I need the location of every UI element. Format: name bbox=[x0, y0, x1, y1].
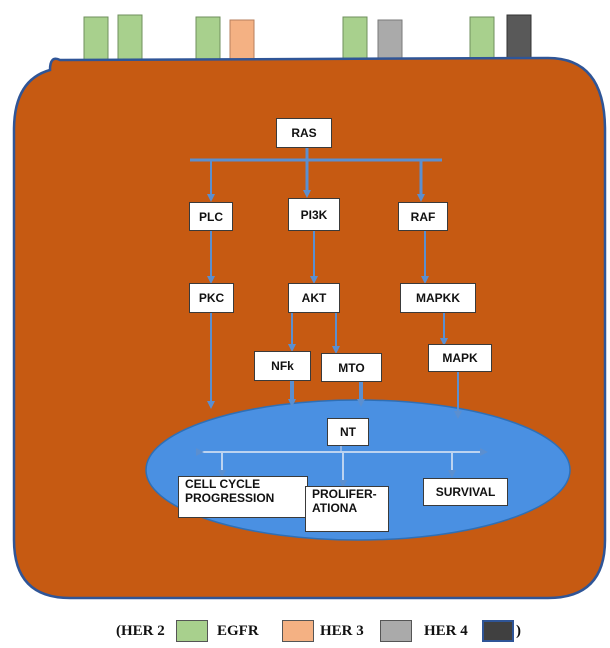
legend-close: ) bbox=[516, 623, 521, 639]
legend-swatch-her3 bbox=[380, 620, 412, 642]
legend-her4-label: HER 4 bbox=[424, 623, 468, 639]
cell-cycle-line-1: CELL CYCLE bbox=[185, 477, 261, 491]
proliferation-line-2: ATIONA bbox=[312, 501, 358, 515]
nfk-node: NFk bbox=[254, 351, 311, 381]
legend-swatch-her2 bbox=[176, 620, 208, 642]
proliferation-line-1: PROLIFER- bbox=[312, 487, 377, 501]
pkc-node: PKC bbox=[189, 283, 234, 313]
legend: (HER 2 EGFR HER 3 HER 4 ) bbox=[0, 620, 610, 644]
legend-swatch-her4 bbox=[482, 620, 514, 642]
proliferation-node: PROLIFER- ATIONA bbox=[305, 486, 389, 532]
mto-node: MTO bbox=[321, 353, 382, 382]
survival-node: SURVIVAL bbox=[423, 478, 508, 506]
plc-node: PLC bbox=[189, 202, 233, 231]
legend-egfr-label: EGFR bbox=[217, 623, 259, 639]
legend-her3-label: HER 3 bbox=[320, 623, 364, 639]
cell-cycle-line-2: PROGRESSION bbox=[185, 491, 275, 505]
legend-open-her2: (HER 2 bbox=[116, 623, 165, 639]
ras-node: RAS bbox=[276, 118, 332, 148]
mapk-node: MAPK bbox=[428, 344, 492, 372]
pi3k-node: PI3K bbox=[288, 198, 340, 231]
nt-node: NT bbox=[327, 418, 369, 446]
legend-swatch-egfr bbox=[282, 620, 314, 642]
mapkk-node: MAPKK bbox=[400, 283, 476, 313]
raf-node: RAF bbox=[398, 202, 448, 231]
akt-node: AKT bbox=[288, 283, 340, 313]
cell-cycle-progression-node: CELL CYCLE PROGRESSION bbox=[178, 476, 308, 518]
